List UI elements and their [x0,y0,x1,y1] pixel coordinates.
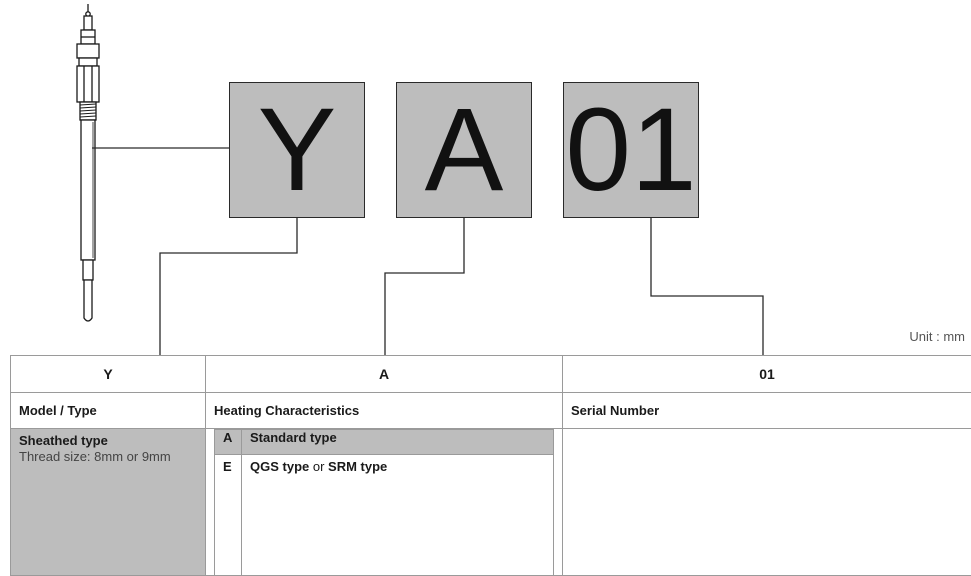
heating-label-e: QGS type or SRM type [242,455,554,576]
heating-code-a: A [215,430,242,455]
srm-type-label: SRM type [328,459,387,474]
serial-cell [563,429,971,576]
serial-code-box: 01 [563,82,699,218]
table-subheader-row: Model / Type Heating Characteristics Ser… [11,393,971,429]
model-cell: Sheathed type Thread size: 8mm or 9mm [11,429,206,576]
heating-options: A Standard type E QGS type or SRM type [214,429,554,575]
list-item: E QGS type or SRM type [215,455,554,576]
list-item: A Standard type [215,430,554,455]
unit-label: Unit : mm [909,329,965,344]
or-text: or [309,459,328,474]
model-description: Thread size: 8mm or 9mm [19,449,197,465]
heating-cell: A Standard type E QGS type or SRM type [206,429,563,576]
table-header-row: Y A 01 [11,356,971,393]
glow-plug-icon [77,4,99,321]
subheader-heating: Heating Characteristics [206,393,563,429]
heating-code-e: E [215,455,242,576]
header-model: Y [11,356,206,393]
spec-table: Y A 01 Model / Type Heating Characterist… [10,355,971,576]
header-serial: 01 [563,356,971,393]
qgs-type-label: QGS type [250,459,309,474]
model-title: Sheathed type [19,433,197,449]
subheader-model: Model / Type [11,393,206,429]
model-code-box: Y [229,82,365,218]
heating-code-box: A [396,82,532,218]
header-heating: A [206,356,563,393]
heating-label-a: Standard type [242,430,554,455]
table-body-row: Sheathed type Thread size: 8mm or 9mm A … [11,429,971,576]
subheader-serial: Serial Number [563,393,971,429]
